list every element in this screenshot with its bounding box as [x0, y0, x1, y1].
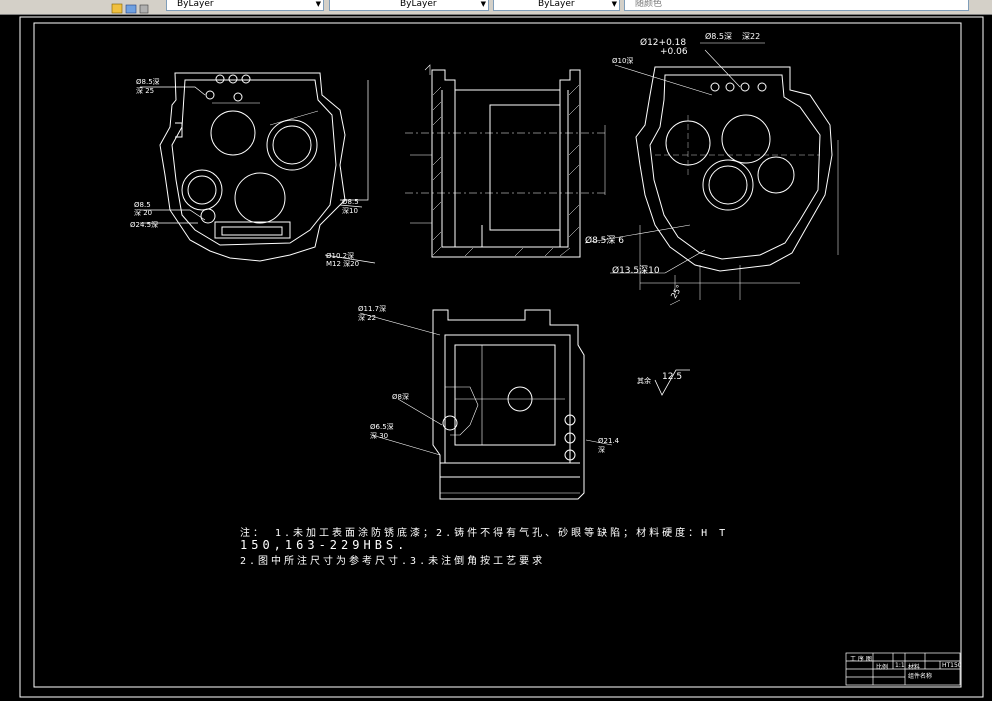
notes-line-2: 150,163-229HBS.	[240, 538, 409, 552]
label-bm-top: Ø11.7深	[358, 305, 387, 313]
titleblock-c5: HT150	[942, 662, 962, 669]
label-bm-left2: Ø6.5深	[370, 423, 394, 431]
layer-combo-1-value: ByLayer	[177, 0, 214, 9]
plotstyle-combo[interactable]: 随颜色	[624, 0, 969, 11]
roughness-label: 其余	[637, 377, 651, 385]
lineweight-combo[interactable]: ByLayer ▼	[493, 0, 620, 11]
titleblock-c6: 组件名称	[908, 673, 933, 680]
label-tl-depth: 深 25	[136, 87, 155, 95]
view-bottom-middle	[359, 309, 613, 500]
view-top-left	[140, 72, 376, 264]
label-tr-top2: Ø8.5深	[705, 32, 733, 41]
title-block	[845, 652, 961, 686]
label-tl-bottom2: Ø24.5深	[130, 221, 159, 229]
titleblock-c2: 比例	[876, 664, 889, 671]
label-tr-left: Ø10深	[612, 57, 634, 65]
label-tr-top1b: +0.06	[660, 47, 688, 57]
label-bm-right: Ø21.4	[598, 437, 620, 445]
label-tr-mid: Ø8.5深 6	[585, 236, 624, 246]
titleblock-c1: 工 序 图	[850, 656, 872, 663]
linetype-combo-value: ByLayer	[400, 0, 437, 9]
label-tl-bottom3: Ø10.2深	[326, 252, 355, 260]
linetype-combo[interactable]: ByLayer ▼	[329, 0, 489, 11]
label-tr-top1: Ø12+0.18	[640, 38, 687, 48]
plotstyle-combo-value: 随颜色	[635, 0, 663, 9]
titleblock-c4: 材料	[908, 664, 921, 671]
label-bm-left2b: 深 30	[370, 432, 389, 440]
label-bm-rightb: 深	[598, 446, 605, 454]
view-top-middle	[405, 64, 605, 258]
label-tl-bottom1: Ø8.5	[134, 201, 151, 209]
label-bm-left1: Ø8深	[392, 393, 409, 401]
roughness-symbol	[654, 369, 690, 396]
drawing-canvas[interactable]: 注： 1.未加工表面涂防锈底漆；2.铸件不得有气孔、砂眼等缺陷；材料硬度：H T…	[0, 15, 992, 701]
label-tl-bottom3b: M12 深20	[326, 260, 360, 268]
cad-drawing	[19, 16, 984, 698]
label-tl-hole: Ø8.5深	[136, 78, 160, 86]
toolbar-icons[interactable]	[108, 0, 156, 14]
chevron-down-icon: ▼	[315, 0, 321, 8]
label-tr-bot: Ø13.5深10	[612, 266, 660, 276]
label-tr-top2b: 深22	[742, 32, 761, 41]
chevron-down-icon: ▼	[480, 0, 486, 8]
lineweight-combo-value: ByLayer	[538, 0, 575, 9]
titleblock-c3: 1:1	[895, 662, 905, 669]
notes-line-3: 2.图中所注尺寸为参考尺寸.3.未注倒角按工艺要求	[240, 556, 546, 567]
properties-toolbar: ByLayer ▼ ByLayer ▼ ByLayer ▼ 随颜色	[0, 0, 992, 15]
label-tl-bottom1b: 深 20	[134, 209, 153, 217]
layer-combo-1[interactable]: ByLayer ▼	[166, 0, 324, 11]
label-bm-topb: 深 22	[358, 314, 377, 322]
notes-line-1: 注： 1.未加工表面涂防锈底漆；2.铸件不得有气孔、砂眼等缺陷；材料硬度：H T	[240, 528, 729, 539]
label-tl-right1: Ø8.5	[342, 198, 359, 206]
chevron-down-icon: ▼	[611, 0, 617, 8]
label-tl-right1b: 深10	[342, 207, 358, 215]
view-top-right	[584, 42, 839, 306]
roughness-value: 12.5	[662, 372, 683, 382]
